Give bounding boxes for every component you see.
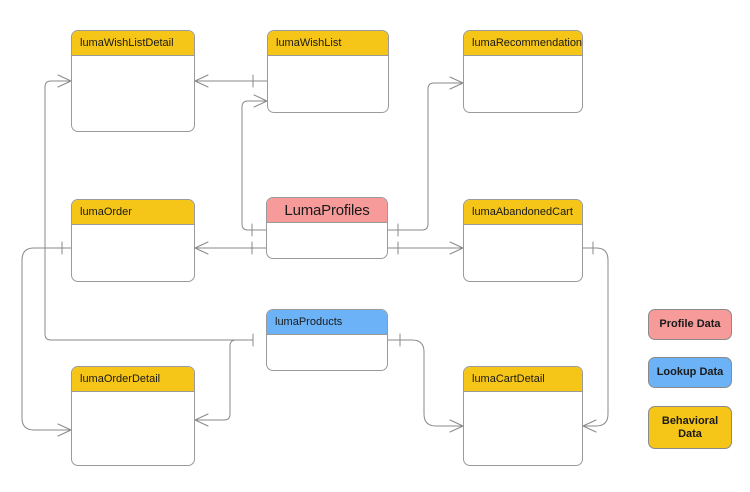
entity-lumaProducts[interactable]: lumaProducts <box>266 309 388 371</box>
entity-lumaWishListDetail[interactable]: lumaWishListDetail <box>71 30 195 132</box>
entity-lumaCartDetail[interactable]: lumaCartDetail <box>463 366 583 466</box>
edge-order-orderdetail <box>21 247 72 431</box>
edge-recommendation-profiles <box>387 82 451 231</box>
entity-title: lumaCartDetail <box>464 367 582 392</box>
entity-lumaWishList[interactable]: lumaWishList <box>267 30 389 113</box>
legend-item-behavioral-data[interactable]: Behavioral Data <box>648 406 732 449</box>
entity-lumaAbandonedCart[interactable]: lumaAbandonedCart <box>463 199 583 282</box>
entity-title: lumaRecommendation <box>464 31 582 56</box>
edge-abandonedcart-cartdetail <box>582 247 609 427</box>
entity-title: lumaOrder <box>72 200 194 225</box>
entity-LumaProfiles[interactable]: LumaProfiles <box>266 197 388 259</box>
entity-title: lumaWishListDetail <box>72 31 194 56</box>
entity-lumaRecommendation[interactable]: lumaRecommendation <box>463 30 583 113</box>
entity-title: LumaProfiles <box>267 198 387 223</box>
edge-products-orderdetail <box>207 339 254 421</box>
edge-products-cartdetail <box>387 339 451 427</box>
edge-wishlist-profiles <box>241 100 267 231</box>
legend-item-profile-data[interactable]: Profile Data <box>648 309 732 340</box>
entity-lumaOrder[interactable]: lumaOrder <box>71 199 195 282</box>
legend-item-lookup-data[interactable]: Lookup Data <box>648 357 732 388</box>
entity-title: lumaOrderDetail <box>72 367 194 392</box>
entity-lumaOrderDetail[interactable]: lumaOrderDetail <box>71 366 195 466</box>
entity-title: lumaAbandonedCart <box>464 200 582 225</box>
entity-title: lumaProducts <box>267 310 387 335</box>
entity-title: lumaWishList <box>268 31 388 56</box>
